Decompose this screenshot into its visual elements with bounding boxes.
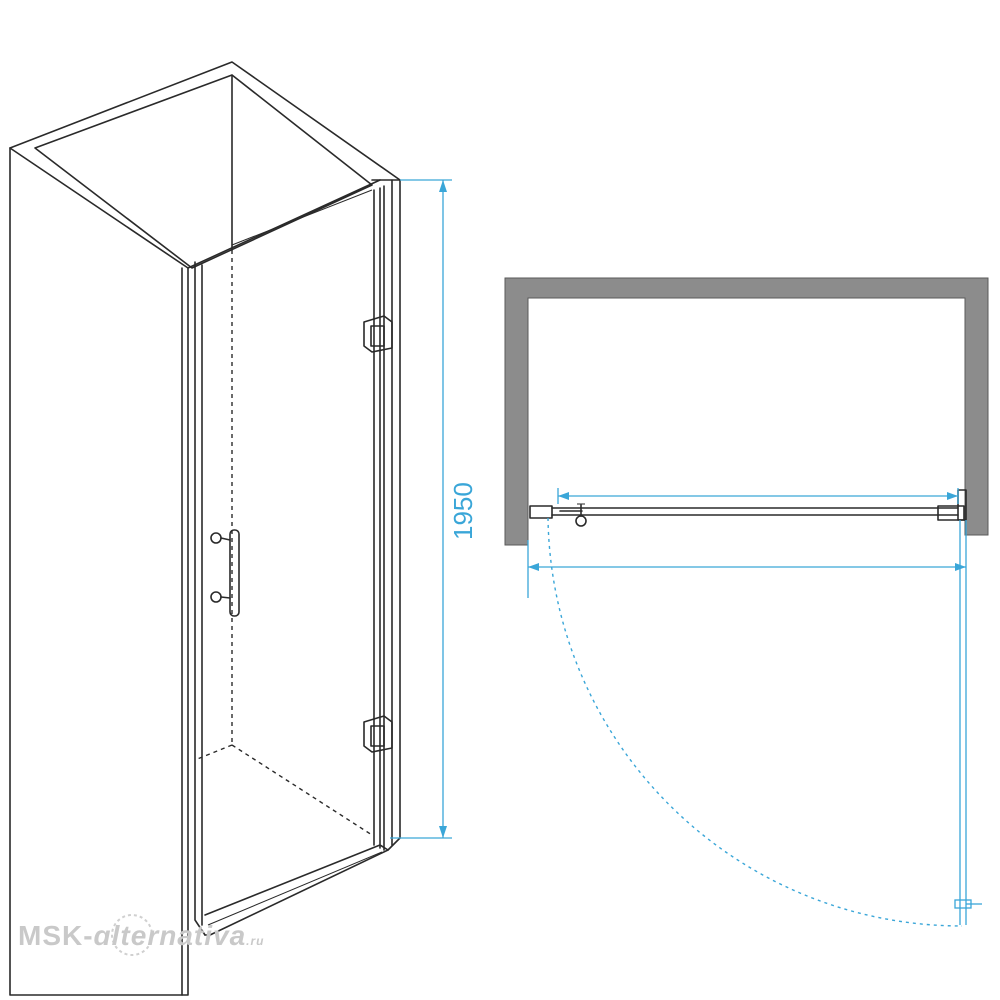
door-handle [210,529,240,617]
watermark-prefix: MSK- [18,920,94,951]
watermark-logo [111,914,153,956]
plan-door-closed [529,489,967,527]
hinge-top [363,315,393,353]
hinge-bottom [363,715,393,753]
height-dimension-label: 1950 [448,482,478,540]
watermark-rest: lternativa [111,920,247,951]
plan-view [504,277,989,927]
perspective-view: 1950 [9,61,478,996]
plan-dimension-inner [557,488,959,504]
watermark-script-letter: ɑ [93,920,112,951]
plan-door-open [954,520,982,925]
left-wall [9,61,401,996]
glass-door [194,187,389,936]
door-swing-arc [547,517,963,927]
hidden-edges [194,250,373,836]
plan-walls [504,277,989,546]
watermark: MSK-ɑlternativa.ru [18,920,265,952]
watermark-suffix: .ru [246,934,265,948]
height-dimension: 1950 [390,179,478,839]
plan-dimension-overall [527,540,966,598]
